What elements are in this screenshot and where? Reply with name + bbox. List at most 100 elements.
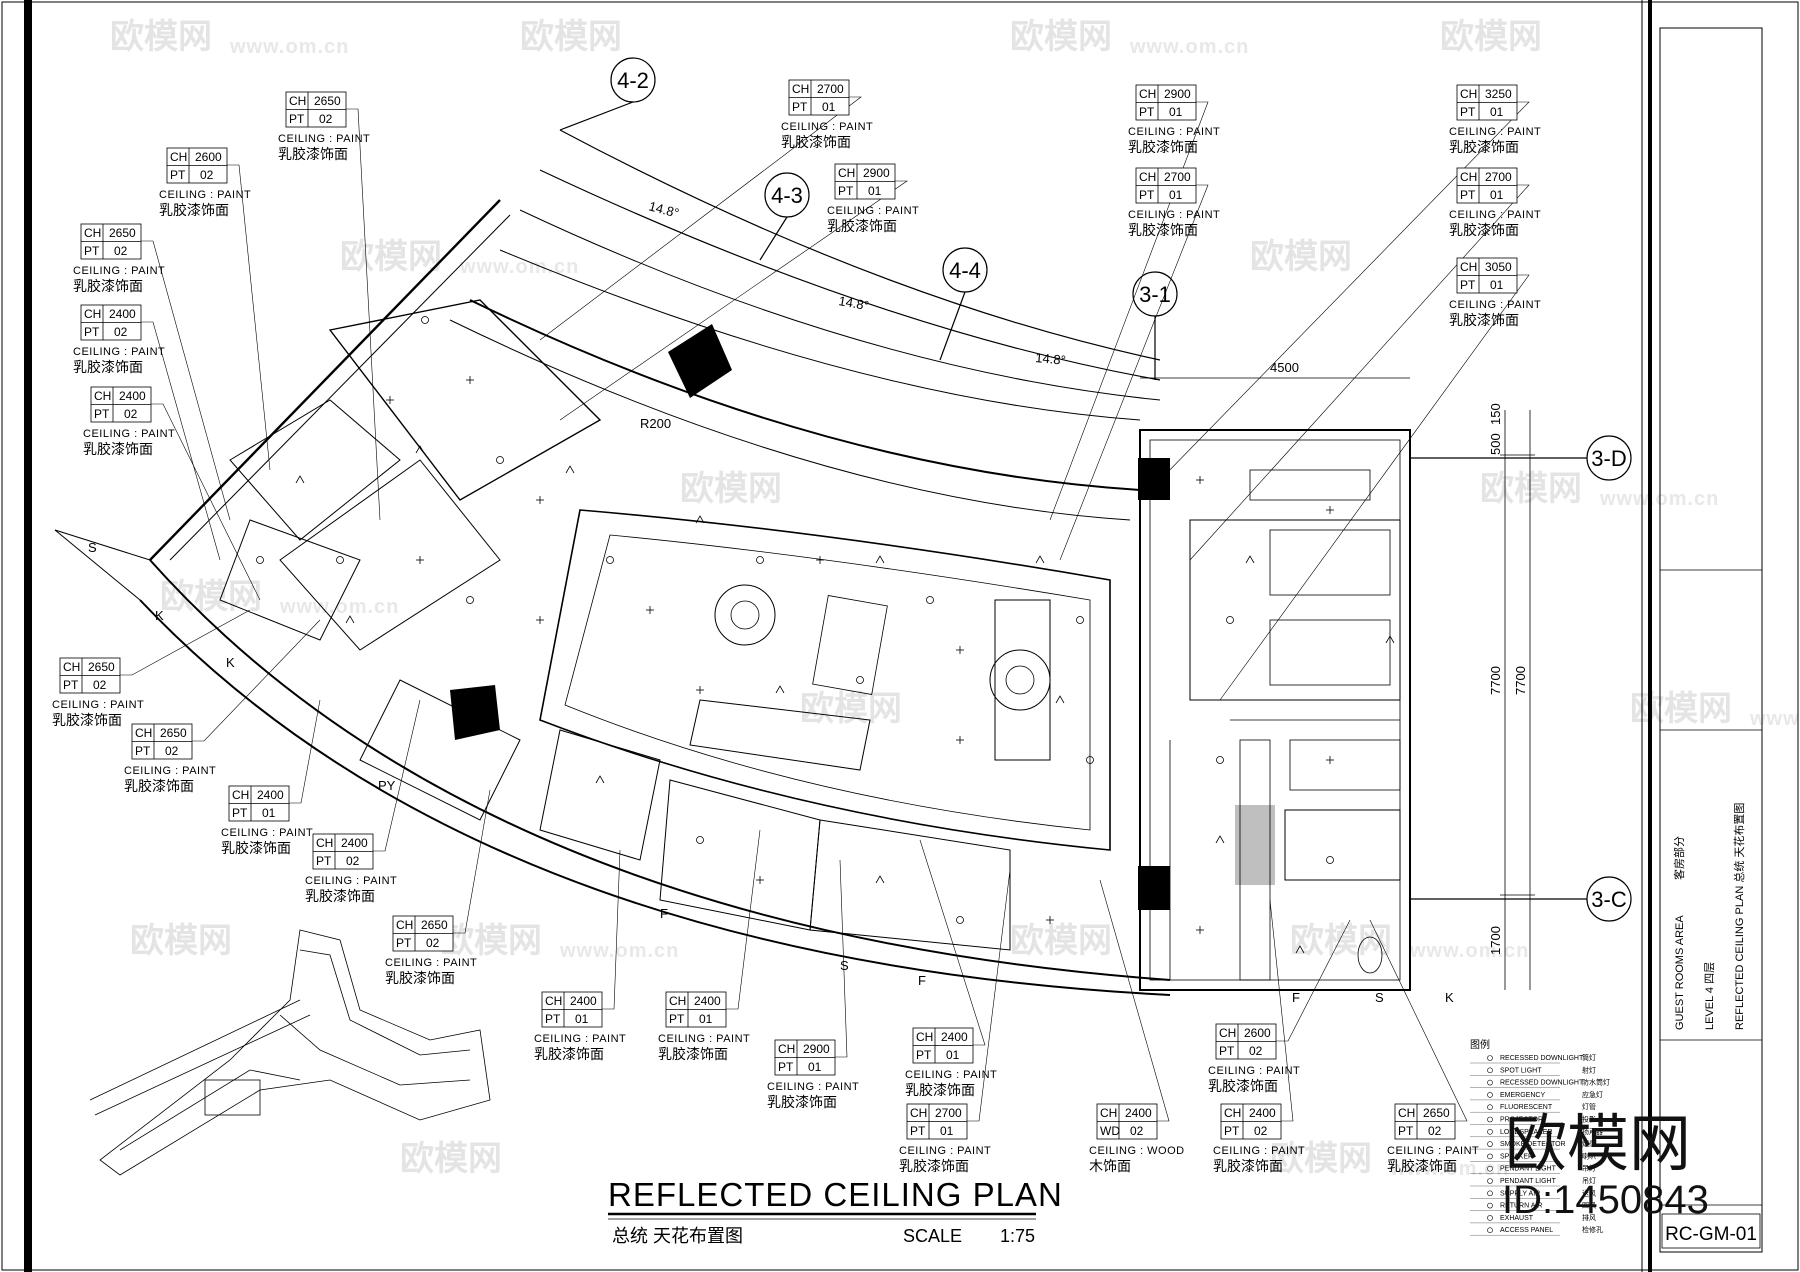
legend-label-cn: 排风	[1582, 1213, 1596, 1222]
tag-leader	[1219, 274, 1530, 701]
watermark-brand: 欧模网	[1630, 689, 1732, 729]
ceiling-finish-cn: 乳胶漆饰面	[905, 1082, 975, 1099]
ceiling-height-key: CH	[916, 1030, 933, 1044]
structural-columns	[450, 324, 1170, 910]
dim-v3: 7700	[1488, 666, 1503, 695]
finish-code-key: PT	[916, 1048, 932, 1062]
ceiling-finish-cn: 乳胶漆饰面	[385, 970, 455, 987]
legend-label-en: EXHAUST	[1500, 1215, 1534, 1222]
finish-code-value: 02	[93, 678, 107, 692]
ceiling-height-key: CH	[1224, 1106, 1241, 1120]
legend-symbol-icon	[1487, 1165, 1493, 1172]
tag-leader	[602, 849, 621, 1010]
downlight-symbol	[336, 556, 344, 564]
watermark-brand: 欧模网	[1250, 237, 1352, 277]
ceiling-height-key: CH	[1460, 260, 1477, 274]
watermark-brand: 欧模网	[440, 921, 542, 961]
finish-code-value: 01	[946, 1048, 960, 1062]
ceiling-height-value: 2650	[314, 94, 341, 108]
finish-code-key: PT	[1219, 1044, 1235, 1058]
ceiling-finish-note: CEILING : PAINT	[385, 957, 477, 969]
ceiling-finish-cn: 乳胶漆饰面	[534, 1046, 604, 1063]
dim-v1: 150	[1488, 403, 1503, 425]
ceiling-height-value: 2400	[257, 788, 284, 802]
air-diffuser-symbol	[415, 445, 425, 454]
finish-code-key: PT	[910, 1124, 926, 1138]
tag-leader	[1059, 184, 1209, 561]
left-wing-rooms	[219, 299, 1011, 951]
spotlight-symbol	[696, 686, 704, 694]
finish-code-key: PT	[778, 1060, 794, 1074]
legend-label-en: FLUORESCENT	[1500, 1104, 1553, 1111]
axis-label: 4-2	[617, 68, 649, 93]
finish-code-value: 02	[200, 168, 214, 182]
axis-label: 4-4	[949, 258, 981, 283]
key-plan	[89, 929, 491, 1176]
grid-axes	[559, 57, 1632, 922]
ceiling-height-value: 2700	[1485, 170, 1512, 184]
ceiling-finish-note: CEILING : PAINT	[1208, 1065, 1300, 1077]
ceiling-height-value: 2650	[160, 726, 187, 740]
legend-symbol-icon	[1487, 1116, 1493, 1123]
ceiling-finish-cn: 乳胶漆饰面	[767, 1094, 837, 1111]
legend-label-cn: 射灯	[1582, 1065, 1596, 1074]
finish-code-key: PT	[135, 744, 151, 758]
ceiling-height-value: 3250	[1485, 87, 1512, 101]
tag-leader	[346, 108, 381, 521]
tag-leader	[559, 180, 908, 421]
legend-label-en: RECESSED DOWNLIGHT	[1500, 1055, 1584, 1062]
legend-label-en: PENDANT LIGHT	[1500, 1166, 1557, 1173]
dim-radius: R200	[640, 416, 671, 431]
watermark-url: www.om.cn	[1409, 940, 1529, 962]
finish-code-value: 02	[124, 407, 138, 421]
title-block-level: LEVEL 4 四层	[1703, 962, 1716, 1030]
tag-leader	[227, 164, 271, 471]
finish-code-key: PT	[170, 168, 186, 182]
ceiling-height-value: 2700	[1164, 170, 1191, 184]
ceiling-finish-cn: 乳胶漆饰面	[1208, 1078, 1278, 1095]
finish-code-key: PT	[1398, 1124, 1414, 1138]
ceiling-height-value: 2600	[1244, 1026, 1271, 1040]
ceiling-height-key: CH	[910, 1106, 927, 1120]
brand-stamp-id: ID:1450843	[1502, 1178, 1709, 1222]
room-label: K	[226, 655, 235, 670]
legend-symbol-icon	[1487, 1215, 1493, 1221]
tag-leader	[1276, 919, 1351, 1042]
finish-code-value: 01	[822, 100, 836, 114]
ceiling-fixtures	[256, 316, 1395, 954]
spotlight-symbol	[1326, 506, 1334, 514]
spotlight-symbol	[1196, 926, 1204, 934]
ceiling-finish-note: CEILING : PAINT	[899, 1145, 991, 1157]
ceiling-height-key: CH	[669, 994, 686, 1008]
drawing-title: REFLECTED CEILING PLAN 总统 天花布置图 SCALE 1:…	[608, 1176, 1062, 1246]
finish-code-value: 01	[699, 1012, 713, 1026]
ceiling-height-key: CH	[778, 1042, 795, 1056]
tag-leader	[151, 403, 261, 601]
finish-code-key: PT	[1460, 105, 1476, 119]
ceiling-finish-cn: 乳胶漆饰面	[52, 712, 122, 729]
living-dining-ceiling	[539, 509, 1111, 851]
legend-label-cn: 灯管	[1582, 1102, 1596, 1111]
finish-code-key: PT	[1460, 188, 1476, 202]
air-diffuser-symbol	[1035, 555, 1045, 564]
tag-leader	[539, 96, 862, 341]
master-bedroom-block	[1139, 429, 1411, 991]
ceiling-finish-note: CEILING : PAINT	[305, 875, 397, 887]
ceiling-height-key: CH	[170, 150, 187, 164]
spotlight-symbol	[1196, 476, 1204, 484]
ceiling-height-key: CH	[94, 389, 111, 403]
dim-arc-1: 14.8°	[647, 198, 680, 220]
downlight-symbol	[496, 456, 504, 464]
